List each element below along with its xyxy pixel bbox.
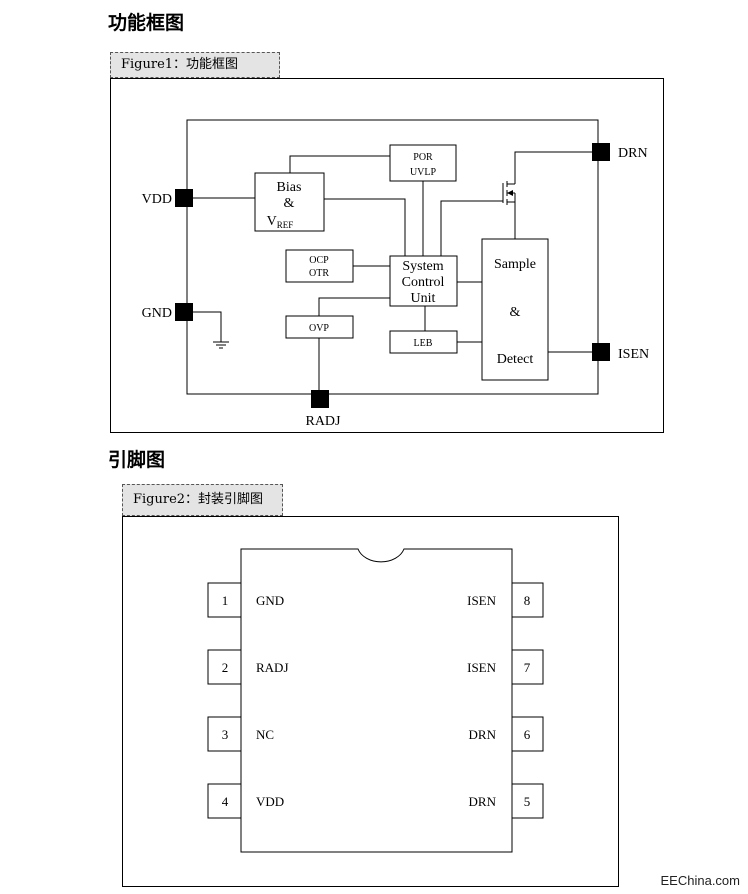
pin-box-right-2 (511, 649, 544, 685)
pin-box-left-4 (207, 783, 242, 819)
ocp-label: OCP (309, 255, 329, 266)
wire-bias-por (289, 155, 390, 173)
wire-ovp-scu (318, 297, 390, 316)
pad-radj (311, 390, 329, 408)
scu-label-2: Control (402, 275, 445, 290)
sd-label-1: Sample (494, 257, 536, 272)
wire-bias-scu (324, 198, 406, 256)
pin-number-left-4: 4 (222, 794, 229, 809)
chip-boundary (186, 119, 599, 395)
figure1-frame (110, 78, 664, 433)
sd-label-3: Detect (497, 352, 534, 367)
uvlp-label: UVLP (410, 167, 437, 178)
por-label: POR (413, 152, 433, 163)
figure1-tab: Figure1：功能框图 (110, 52, 280, 78)
figure2-tab: Figure2：封装引脚图 (122, 484, 283, 516)
block-diagram-heading: 功能框图 (108, 12, 185, 34)
pin-box-left-3 (207, 716, 242, 752)
system-control-unit (389, 255, 458, 307)
pin-name-left-1: GND (256, 593, 284, 608)
pin-number-left-1: 1 (222, 593, 229, 608)
pin-box-right-1 (511, 582, 544, 618)
pin-name-right-1: ISEN (467, 593, 497, 608)
pad-gnd (175, 303, 193, 321)
label-drn: DRN (618, 146, 648, 161)
scu-label-1: System (402, 259, 443, 274)
leb-label: LEB (414, 338, 433, 349)
bias-label-3: VREF (267, 214, 294, 230)
scu-label-3: Unit (411, 291, 436, 306)
pin-name-right-2: ISEN (467, 660, 497, 675)
watermark: EEChina.com (660, 873, 740, 888)
pad-drn (592, 143, 610, 161)
pin-number-left-3: 3 (222, 727, 229, 742)
wire-drain-drn (514, 151, 592, 184)
sd-label-2: & (510, 305, 521, 320)
pin-box-right-3 (511, 716, 544, 752)
pin-name-right-3: DRN (469, 727, 497, 742)
label-vdd: VDD (142, 192, 172, 207)
pin-name-left-3: NC (256, 727, 274, 742)
pin-number-left-2: 2 (222, 660, 229, 675)
pin-number-right-1: 8 (524, 593, 531, 608)
ovp-label: OVP (309, 323, 329, 334)
label-isen: ISEN (618, 347, 649, 362)
pin-name-right-4: DRN (469, 794, 497, 809)
otr-label: OTR (309, 268, 329, 279)
pin-box-right-4 (511, 783, 544, 819)
pin-number-right-4: 5 (524, 794, 531, 809)
label-radj: RADJ (305, 414, 341, 429)
wire-gnd-ground (193, 311, 222, 342)
pin-box-left-1 (207, 582, 242, 618)
pin-number-right-2: 7 (524, 660, 531, 675)
pad-vdd (175, 189, 193, 207)
wire-scu-gate (440, 200, 503, 256)
pin-number-right-3: 6 (524, 727, 531, 742)
package-body (240, 548, 513, 853)
pinout-heading: 引脚图 (108, 449, 166, 471)
bias-label-1: Bias (277, 180, 302, 195)
pad-isen (592, 343, 610, 361)
pin-name-left-4: VDD (256, 794, 284, 809)
pin-name-left-2: RADJ (256, 660, 289, 675)
pin-box-left-2 (207, 649, 242, 685)
bias-label-2: & (284, 196, 295, 211)
mosfet-arrow (507, 190, 513, 196)
label-gnd: GND (142, 306, 172, 321)
